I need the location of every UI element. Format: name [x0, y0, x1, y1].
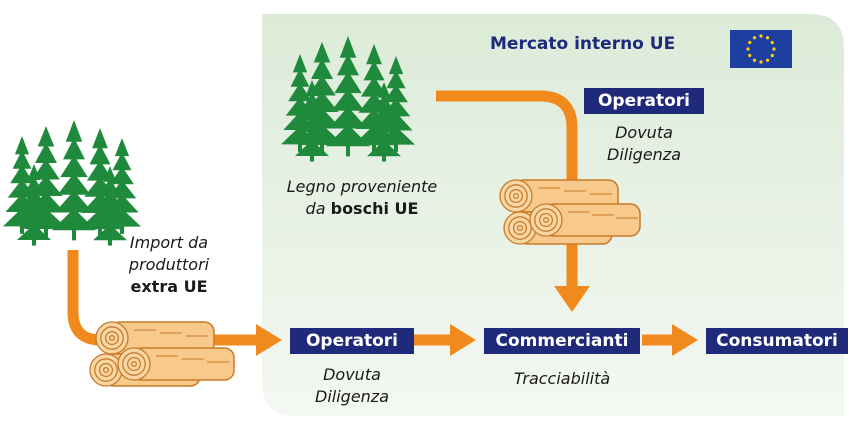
flag-star — [765, 58, 770, 62]
operatori-internal-sub: Dovuta Diligenza — [584, 122, 704, 166]
eu-wood-label-2-bold: boschi UE — [330, 199, 419, 218]
logs-icon — [89, 321, 235, 387]
forest-icon — [3, 120, 141, 246]
flag-star — [759, 34, 763, 38]
operatori-import-sub-2: Diligenza — [315, 387, 389, 406]
tree-icon — [295, 80, 329, 162]
tree-icon — [367, 82, 401, 162]
flag-star — [752, 36, 757, 40]
flag-star — [759, 60, 763, 64]
flag-star — [752, 58, 757, 62]
logs-icon — [499, 179, 641, 245]
flag-star — [748, 40, 752, 45]
log-icon — [117, 347, 235, 381]
eu-wood-label-1: Legno proveniente — [286, 177, 438, 196]
flag-star — [772, 47, 776, 51]
import-label: Import da produttori extra UE — [104, 232, 234, 298]
forest-icon — [281, 36, 415, 162]
flow-arrow-eu-to-commercianti — [436, 90, 590, 312]
flag-star — [765, 36, 770, 40]
eu-wood-label-2: da boschi UE — [272, 198, 452, 220]
flag-star — [770, 53, 774, 58]
import-label-2: produttori — [128, 255, 210, 274]
tree-icon — [17, 164, 51, 246]
log-icon — [529, 203, 641, 237]
eu-wood-label-2-pre: da — [305, 199, 326, 218]
operatori-internal-sub-1: Dovuta — [615, 123, 673, 142]
market-title: Mercato interno UE — [490, 34, 676, 54]
import-label-1: Import da — [129, 233, 209, 252]
import-label-3: extra UE — [130, 277, 208, 296]
commercianti-sub: Tracciabilità — [513, 369, 611, 388]
operatori-import-sub: Dovuta Diligenza — [290, 364, 414, 408]
flow-arrow-operatori-to-commercianti — [414, 324, 476, 356]
commercianti-box: Commercianti — [484, 328, 640, 354]
operatori-internal-box: Operatori — [584, 88, 704, 114]
eu-wood-label: Legno proveniente da boschi UE — [272, 176, 452, 220]
consumatori-box: Consumatori — [706, 328, 848, 354]
eu-flag-icon — [730, 30, 792, 68]
flag-star — [748, 53, 752, 58]
tree-icon — [93, 166, 127, 246]
operatori-import-sub-1: Dovuta — [323, 365, 381, 384]
operatori-internal-sub-2: Diligenza — [607, 145, 681, 164]
flag-star — [770, 40, 774, 45]
flag-star — [746, 47, 750, 51]
flow-arrow-commercianti-to-consumatori — [642, 324, 698, 356]
operatori-import-box: Operatori — [290, 328, 414, 354]
